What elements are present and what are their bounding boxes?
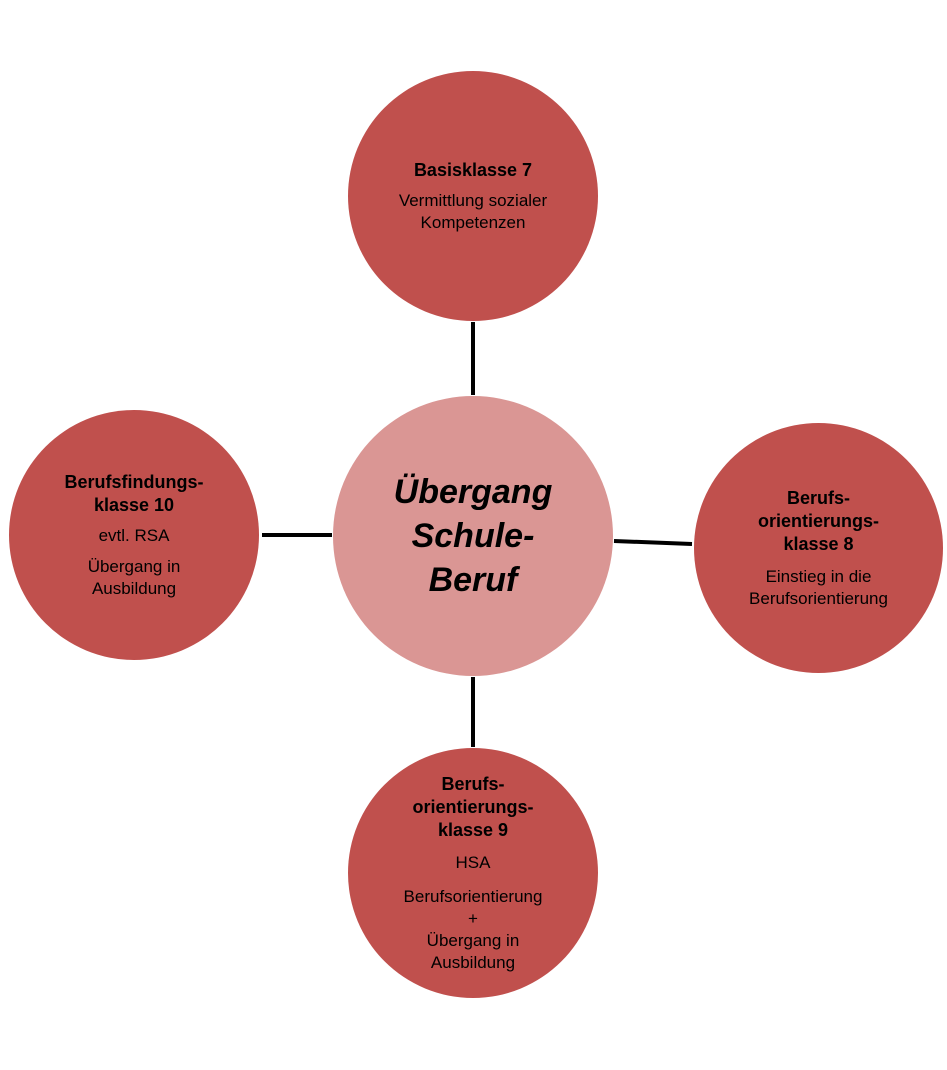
node-text: Berufsorientierung + Übergang in Ausbild… [403,886,543,972]
node-text: HSA [455,852,491,872]
node-basisklasse-7: Basisklasse 7 Vermittlung sozialer Kompe… [348,71,598,321]
node-berufsfindungsklasse-10: Berufsfindungs- klasse 10 evtl. RSA Über… [9,410,259,660]
node-text: Vermittlung sozialer Kompetenzen [398,190,548,232]
node-text: evtl. RSA [98,525,170,545]
node-title: Berufs- orientierungs- klasse 8 [757,487,879,554]
node-berufsorientierungsklasse-9: Berufs- orientierungs- klasse 9 HSA Beru… [348,748,598,998]
node-center-uebergang-schule-beruf: Übergang Schule- Beruf [333,396,613,676]
node-title: Basisklasse 7 [413,159,533,180]
node-title: Berufsfindungs- klasse 10 [64,471,204,515]
node-text: Einstieg in die Berufsorientierung [749,566,888,608]
connector-right [613,539,693,546]
center-title: Übergang Schule- Beruf [393,473,553,599]
node-title: Berufs- orientierungs- klasse 9 [412,773,534,840]
node-text: Übergang in Ausbildung [87,556,181,598]
node-berufsorientierungsklasse-8: Berufs- orientierungs- klasse 8 Einstieg… [694,423,943,673]
